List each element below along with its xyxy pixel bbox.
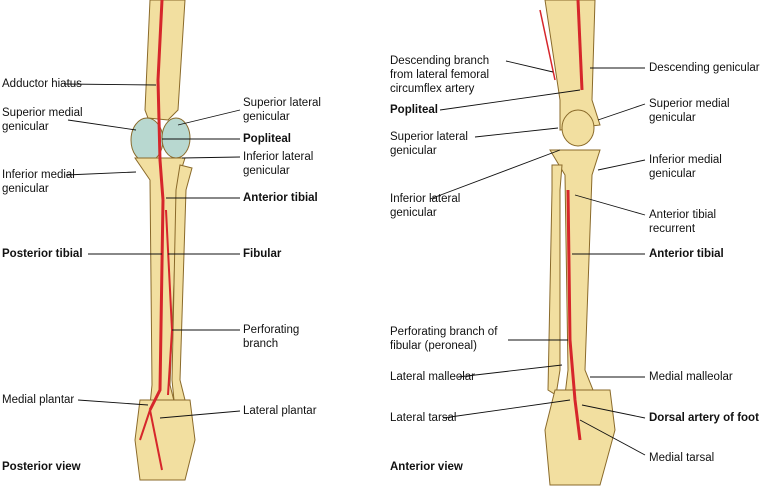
label-line: genicular — [243, 111, 290, 123]
posterior-tibial-artery — [148, 199, 165, 411]
label-anterior-tibial-recurrent: Anterior tibial recurrent — [649, 208, 716, 236]
femur — [544, 0, 601, 131]
label-adductor-hiatus: Adductor hiatus — [2, 78, 82, 90]
label-line: Inferior lateral — [243, 151, 314, 163]
label-lateral-plantar: Lateral plantar — [243, 405, 317, 417]
label-line: Superior lateral — [243, 97, 321, 109]
label-line: Superior medial — [649, 98, 730, 110]
label-medial-tarsal: Medial tarsal — [649, 452, 715, 464]
label-line: genicular — [2, 183, 49, 195]
label-posterior-tibial: Posterior tibial — [2, 248, 83, 260]
label-inferior-lateral-genicular: Inferior lateral genicular — [243, 150, 313, 178]
posterior-leg-illustration — [130, 0, 196, 481]
label-line: recurrent — [649, 223, 696, 235]
femur — [144, 0, 186, 121]
label-superior-lateral-genicular: Superior lateral genicular — [390, 130, 468, 158]
femoral-artery — [576, 0, 584, 91]
label-superior-medial-genicular: Superior medial genicular — [649, 97, 730, 125]
label-fibular: Fibular — [243, 248, 282, 260]
label-inferior-lateral-genicular: Inferior lateral genicular — [390, 192, 460, 220]
label-dorsal-artery-of-foot: Dorsal artery of foot — [649, 412, 759, 424]
fibula — [547, 164, 563, 396]
label-line: Superior lateral — [390, 131, 468, 143]
label-line: genicular — [2, 121, 49, 133]
label-line: from lateral femoral — [390, 69, 490, 81]
anterior-arteries — [539, 0, 584, 441]
popliteal-artery — [156, 0, 165, 201]
anterior-tibial-artery — [566, 189, 582, 441]
label-medial-malleolar: Medial malleolar — [649, 371, 733, 383]
view-label-posterior: Posterior view — [2, 461, 81, 473]
label-line: Inferior lateral — [390, 193, 461, 205]
label-line: genicular — [649, 168, 696, 180]
label-line: Inferior medial — [649, 154, 722, 166]
femoral-condyle-lateral — [161, 117, 191, 159]
patella — [561, 109, 595, 147]
label-popliteal: Popliteal — [243, 133, 291, 145]
label-perforating-branch-fibular: Perforating branch of fibular (peroneal) — [390, 325, 497, 353]
descending-branch — [539, 9, 556, 81]
label-superior-lateral-genicular: Superior lateral genicular — [243, 96, 321, 124]
label-line: Inferior medial — [2, 169, 75, 181]
label-line: Descending branch — [390, 55, 490, 67]
label-line: fibular (peroneal) — [390, 340, 477, 352]
leader-lines — [63, 60, 646, 456]
label-line: Perforating — [243, 324, 300, 336]
label-perforating-branch: Perforating branch — [243, 323, 299, 351]
label-line: branch — [243, 338, 279, 350]
label-anterior-tibial: Anterior tibial — [649, 248, 724, 260]
view-label-anterior: Anterior view — [390, 461, 463, 473]
label-line: Anterior tibial — [649, 209, 717, 221]
label-superior-medial-genicular: Superior medial genicular — [2, 106, 83, 134]
label-medial-plantar: Medial plantar — [2, 394, 75, 406]
posterior-arteries — [139, 0, 174, 471]
label-anterior-tibial: Anterior tibial — [243, 192, 318, 204]
label-descending-branch: Descending branch from lateral femoral cir… — [390, 54, 489, 96]
label-lateral-tarsal: Lateral tarsal — [390, 412, 457, 424]
label-lateral-malleolar: Lateral malleolar — [390, 371, 476, 383]
label-descending-genicular: Descending genicular — [649, 62, 760, 74]
label-line: genicular — [243, 165, 290, 177]
label-inferior-medial-genicular: Inferior medial genicular — [2, 168, 75, 196]
anterior-leg-illustration — [544, 0, 616, 486]
label-line: genicular — [649, 112, 696, 124]
label-line: circumflex artery — [390, 83, 475, 95]
label-line: genicular — [390, 145, 437, 157]
foot — [134, 399, 196, 481]
label-inferior-medial-genicular: Inferior medial genicular — [649, 153, 722, 181]
label-line: Perforating branch of — [390, 326, 498, 338]
label-line: genicular — [390, 207, 437, 219]
label-popliteal: Popliteal — [390, 104, 438, 116]
label-line: Superior medial — [2, 107, 83, 119]
plantar-arteries — [139, 409, 163, 471]
